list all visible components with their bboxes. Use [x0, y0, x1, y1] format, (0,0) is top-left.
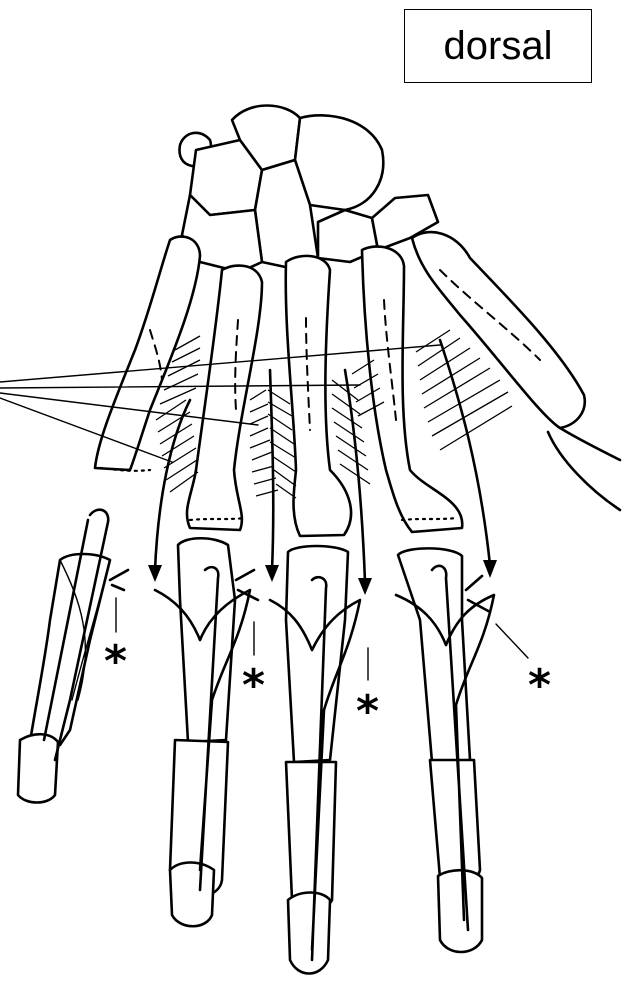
metacarpal-5: [95, 237, 200, 470]
metacarpals: [95, 232, 585, 536]
asterisk-marker: *: [104, 640, 127, 684]
carpal-bones: [180, 106, 439, 273]
finger-middle: [270, 546, 360, 974]
asterisk-marker: *: [242, 664, 265, 708]
metacarpal-3: [286, 256, 351, 536]
finger-index: [396, 548, 494, 952]
asterisk-marker: *: [356, 690, 379, 734]
finger-ring: [155, 538, 258, 926]
asterisk-marker: *: [528, 664, 551, 708]
thumb-phalanx: [548, 428, 620, 510]
metacarpal-1: [412, 232, 585, 428]
metacarpal-4: [187, 266, 262, 530]
view-label: dorsal: [404, 9, 592, 83]
